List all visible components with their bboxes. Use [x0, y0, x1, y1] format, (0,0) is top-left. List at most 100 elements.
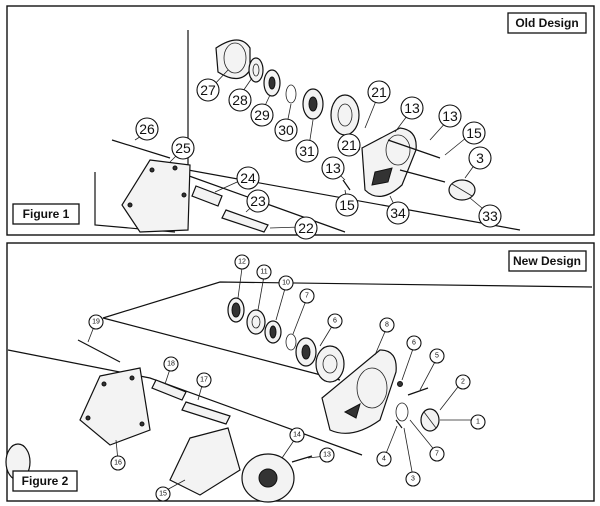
figure2-figure-label: Figure 2: [22, 474, 69, 488]
figure2-part-cap: [420, 408, 440, 432]
figure1-part-shaft-long: [221, 209, 269, 233]
figure1-callout-bubble: [335, 193, 359, 217]
figure2-callout-bubble: [110, 455, 126, 471]
figure1-callout-bubble: [367, 80, 391, 104]
figure1-callout-number: 3: [476, 150, 484, 166]
figure1-design-label: Old Design: [515, 16, 578, 30]
figure2-callout-number: 8: [385, 322, 389, 329]
figure1-callout-bubble: [321, 156, 345, 180]
figure2-callout-bubble: [429, 446, 445, 462]
figure1-callout-number: 34: [390, 205, 406, 221]
figure2-callout-number: 19: [92, 319, 100, 326]
figure1-callout-number: 28: [232, 92, 248, 108]
figure1-callout-bubble: [295, 139, 319, 163]
figure2-callout-bubble: [319, 447, 335, 463]
figure1-callout-number: 13: [325, 160, 341, 176]
figure1-callout-bubble: [462, 121, 486, 145]
figure1-callout-number: 21: [341, 137, 357, 153]
figure1-part-bearing: [263, 69, 281, 97]
figure2-part-gear: [241, 453, 295, 503]
figure1-callout-number: 15: [339, 197, 355, 213]
figure2-callout-bubble: [278, 275, 294, 291]
figure1-callout-number: 13: [442, 108, 458, 124]
figure1-part-bearing-large: [302, 88, 324, 120]
figure2-callout-bubble: [88, 314, 104, 330]
figure2-frame: [6, 242, 595, 502]
figure2-callout-bubble: [155, 486, 171, 502]
figure2-callout-bubble: [379, 317, 395, 333]
figure1-callout-bubble: [171, 136, 195, 160]
figure2-callout-bubble: [470, 414, 486, 430]
figure2-bolt: [291, 455, 313, 463]
figure2-callout-number: 7: [305, 293, 309, 300]
figure1-callout-bubble: [246, 189, 270, 213]
figure2-callout-number: 1: [476, 419, 480, 426]
figure2-plane-upper: [102, 281, 593, 319]
figure1-callout-number: 21: [371, 84, 387, 100]
figure2-part-housing: [321, 349, 397, 434]
figure2-part-o-ring: [395, 402, 409, 422]
figure1-callout-number: 13: [404, 100, 420, 116]
figure2-callout-bubble: [299, 288, 315, 304]
figure2-callout-number: 2: [461, 379, 465, 386]
figure2-callout-bubble: [455, 374, 471, 390]
figure1-callout-number: 25: [175, 140, 191, 156]
figure2-part-bearing-small: [264, 320, 282, 344]
figure1-stud: [399, 169, 446, 183]
figure1-part-retainer: [215, 39, 251, 80]
figure2-callout-number: 14: [293, 432, 301, 439]
figure2-callout-bubble: [163, 356, 179, 372]
figure2-callout-number: 16: [114, 460, 122, 467]
figure1-part-rear-cover: [121, 159, 191, 233]
figure2-callout-number: 10: [282, 280, 290, 287]
figure2-callout-number: 17: [200, 377, 208, 384]
figure2-callout-number: 18: [167, 361, 175, 368]
figure2-design-label: New Design: [513, 254, 581, 268]
figure1-design-tag: Old Design: [507, 12, 587, 34]
figure1-callout-number: 33: [482, 208, 498, 224]
figure1-callout-number: 31: [299, 143, 315, 159]
figure2-callout-number: 6: [412, 340, 416, 347]
figure1-callout-number: 27: [200, 82, 216, 98]
figure1-callout-bubble: [478, 204, 502, 228]
figure1-figure-label: Figure 1: [23, 207, 70, 221]
figure2-part-bearing: [246, 309, 266, 335]
figure2-callout-number: 4: [382, 456, 386, 463]
figure2-figure-tag: Figure 2: [12, 470, 78, 492]
figure1-pin: [342, 179, 351, 191]
figure1-callout-number: 22: [298, 220, 314, 236]
figure2-callout-number: 5: [435, 353, 439, 360]
figure2-callout-bubble: [429, 348, 445, 364]
figure2-callout-number: 6: [333, 318, 337, 325]
figure1-callout-bubble: [250, 103, 274, 127]
figure1-frame: [6, 5, 595, 236]
figure1-callout-bubble: [236, 166, 260, 190]
figure2-callout-bubble: [405, 471, 421, 487]
figure1-figure-tag: Figure 1: [12, 203, 80, 225]
figure2-callout-number: 3: [411, 476, 415, 483]
figure2-part-hub: [315, 345, 345, 383]
figure1-callout-bubble: [228, 88, 252, 112]
figure2-long-bolt: [77, 339, 121, 363]
figure1-callout-number: 15: [466, 125, 482, 141]
figure1-callout-number: 26: [139, 121, 155, 137]
figure1-callout-number: 23: [250, 193, 266, 209]
figure1-part-seal: [248, 57, 264, 83]
figure2-part-snap-ring: [285, 333, 297, 351]
figure2-plane-edge: [102, 317, 341, 381]
figure2-callout-bubble: [289, 427, 305, 443]
figure1-part-cover: [448, 179, 476, 201]
figure1-callout-number: 24: [240, 170, 256, 186]
figure2-part-bearing-large: [295, 337, 317, 367]
figure1-callout-bubble: [438, 104, 462, 128]
figure1-part-shaft: [191, 185, 223, 207]
figure2-callout-bubble: [406, 335, 422, 351]
figure2-pin: [407, 387, 429, 396]
figure1-callout-bubble: [386, 201, 410, 225]
figure1-callout-bubble: [135, 117, 159, 141]
figure2-callout-bubble: [234, 254, 250, 270]
figure1-callout-number: 29: [254, 107, 270, 123]
figure2-callout-bubble: [256, 264, 272, 280]
